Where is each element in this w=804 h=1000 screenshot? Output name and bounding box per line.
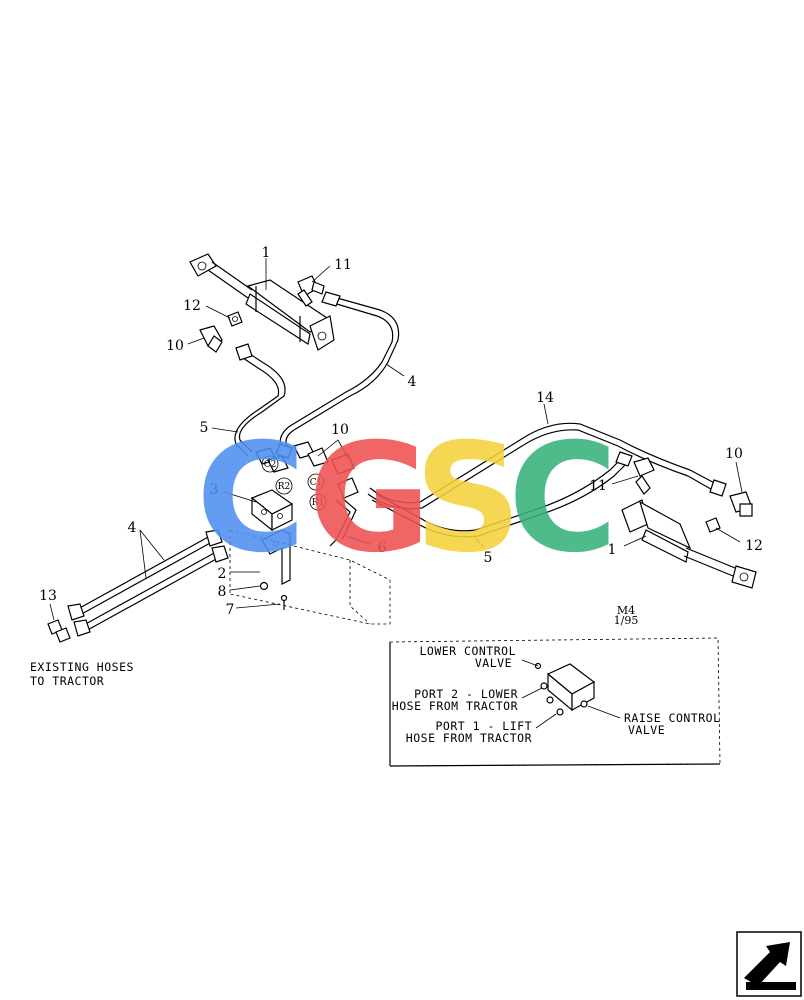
hydraulic-cylinder-right xyxy=(621,499,757,589)
callout-1-right: 1 xyxy=(608,542,617,558)
inset-port2-line1: PORT 2 - LOWER xyxy=(414,687,518,701)
hydraulic-cylinder-top xyxy=(189,253,335,351)
inset-raise-control-line2: VALVE xyxy=(628,723,665,737)
callout-13: 13 xyxy=(39,588,57,604)
existing-hoses-note-line1: EXISTING HOSES xyxy=(30,660,134,674)
watermark-letter-g: G xyxy=(308,412,431,586)
hose-5-right xyxy=(371,451,633,538)
fitting-12-top xyxy=(227,311,243,327)
rod-6 xyxy=(329,497,357,547)
existing-hoses-note-line2: TO TRACTOR xyxy=(30,674,104,688)
leader-lines xyxy=(49,258,743,621)
callout-7: 7 xyxy=(226,602,235,618)
inset-port2-line2: HOSE FROM TRACTOR xyxy=(392,699,518,713)
watermark-letter-c1: C xyxy=(196,412,306,586)
next-page-arrow-icon[interactable] xyxy=(736,931,802,997)
couplers-13 xyxy=(47,619,71,643)
control-valve-block xyxy=(250,489,294,532)
drawing-ref-line2: 1/95 xyxy=(614,614,639,627)
callout-4-upper: 4 xyxy=(408,374,417,390)
inset-lower-control-line1: LOWER CONTROL xyxy=(419,644,516,658)
port-c1: C1 xyxy=(307,473,325,491)
callout-10-right: 10 xyxy=(725,446,743,462)
inset-port1-line2: HOSE FROM TRACTOR xyxy=(406,731,532,745)
callout-5-right: 5 xyxy=(484,550,493,566)
callout-10-top: 10 xyxy=(166,338,184,354)
drawing-ref-line1: M4 xyxy=(617,604,635,617)
svg-text:R1: R1 xyxy=(312,498,325,508)
inset-valve-detail: LOWER CONTROL VALVE PORT 2 - LOWER HOSE … xyxy=(389,637,721,767)
callout-14: 14 xyxy=(536,390,554,406)
callout-8: 8 xyxy=(218,584,227,600)
hose-4-upper xyxy=(275,291,400,459)
watermark-letter-s: S xyxy=(414,412,522,586)
watermark-letter-c2: C xyxy=(508,412,618,586)
svg-text:C1: C1 xyxy=(310,478,323,488)
callout-4-left: 4 xyxy=(128,520,137,536)
hose-5-left xyxy=(234,343,286,457)
fitting-10-top xyxy=(199,325,223,353)
elbow-fitting-11-right xyxy=(633,457,655,495)
port-labels: C2 R2 C1 R1 xyxy=(261,455,327,511)
inset-valve-block xyxy=(534,662,596,716)
hose-14 xyxy=(367,422,727,510)
tractor-frame-beam xyxy=(229,529,391,625)
inset-lower-control-line2: VALVE xyxy=(475,656,512,670)
inset-raise-control-line1: RAISE CONTROL xyxy=(624,711,721,725)
callout-10-mid: 10 xyxy=(331,422,349,438)
fitting-12-right xyxy=(705,517,721,533)
callout-12-top: 12 xyxy=(183,298,201,314)
fittings-10-group xyxy=(255,441,359,499)
callout-2: 2 xyxy=(218,566,227,582)
callout-5-left: 5 xyxy=(200,420,209,436)
bolt-7 xyxy=(280,594,288,610)
callout-3: 3 xyxy=(210,482,219,498)
inset-port1-line1: PORT 1 - LIFT xyxy=(435,719,532,733)
callout-11-right: 11 xyxy=(589,478,607,494)
watermark: C G S C xyxy=(196,412,618,586)
port-r1: R1 xyxy=(309,493,327,511)
port-r2: R2 xyxy=(275,477,293,495)
callout-6: 6 xyxy=(378,540,387,556)
svg-text:C2: C2 xyxy=(264,460,277,470)
hoses-4-left xyxy=(67,529,229,637)
callout-numbers: 1 11 12 10 4 5 10 14 10 11 3 6 5 1 12 4 … xyxy=(39,245,763,618)
callout-1-top: 1 xyxy=(262,245,271,261)
callout-11-top: 11 xyxy=(334,257,352,273)
port-c2: C2 xyxy=(261,455,279,473)
nut-8 xyxy=(259,581,269,591)
fitting-10-right xyxy=(729,491,753,517)
callout-12-right: 12 xyxy=(745,538,763,554)
svg-text:R2: R2 xyxy=(278,482,291,492)
